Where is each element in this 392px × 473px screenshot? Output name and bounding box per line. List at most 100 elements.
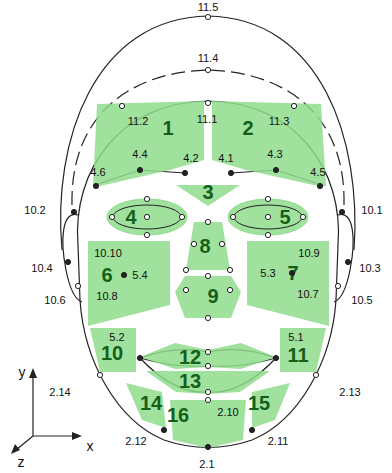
feature-point-label: 10.3 [359, 263, 380, 274]
face-region: 8 [186, 222, 230, 270]
feature-point-dot [265, 232, 270, 237]
feature-point-dot [273, 355, 278, 360]
feature-point-dot [182, 170, 187, 175]
y-arrowhead [29, 368, 37, 378]
region-fill [88, 241, 170, 326]
feature-point-dot [273, 167, 278, 172]
region-number: 11 [287, 345, 308, 365]
region-number: 5 [279, 207, 290, 227]
axis-label: y [19, 365, 26, 379]
region-number: 13 [179, 371, 201, 391]
feature-point-dot [345, 259, 350, 264]
face-region: 3 [176, 185, 240, 206]
feature-point-label: 11.3 [269, 116, 290, 127]
feature-point-label: 10.9 [298, 248, 319, 259]
feature-point-dot [93, 183, 98, 188]
region-number: 9 [207, 286, 218, 306]
face-region: 12 [140, 343, 276, 369]
feature-point-label: 5.3 [260, 268, 275, 279]
feature-point-label: 5.1 [288, 332, 303, 343]
face-region: 9 [175, 276, 241, 318]
feature-point-dot [291, 103, 296, 108]
region-number: 3 [202, 182, 213, 202]
region-shape [146, 371, 270, 394]
axis-label: z [18, 455, 25, 469]
x-arrowhead [72, 432, 82, 440]
feature-point-label: 2.13 [339, 387, 360, 398]
region-number: 6 [101, 265, 112, 285]
feature-point-dot [205, 315, 210, 320]
feature-point-dot [71, 209, 76, 214]
face-contour [77, 101, 338, 448]
region-number: 8 [199, 236, 210, 256]
feature-point-label: 10.1 [361, 205, 382, 216]
feature-point-label: 11.1 [197, 114, 218, 125]
feature-point-dot [230, 214, 235, 219]
region-number: 7 [287, 263, 298, 283]
region-fill [247, 241, 329, 326]
left-ear [63, 214, 82, 302]
feature-point-dot [300, 214, 305, 219]
region-number: 10 [101, 343, 123, 363]
face-region: 13 [146, 371, 270, 394]
feature-point-dot [205, 397, 210, 402]
feature-point-dot [65, 259, 70, 264]
feature-point-dot [161, 427, 166, 432]
axis-lines [16, 376, 74, 450]
feature-point-label: 5.2 [109, 332, 124, 343]
region-fill [140, 343, 276, 369]
region-fill [90, 328, 136, 372]
region-fill [146, 371, 270, 394]
feature-point-label: 10.5 [351, 295, 372, 306]
region-number: 4 [125, 207, 136, 227]
feature-point-label: 10.10 [94, 248, 122, 259]
feature-point-label: 2.11 [268, 436, 289, 447]
feature-point-dot [317, 183, 322, 188]
z-arrowhead [11, 444, 20, 454]
feature-point-dot [205, 444, 210, 449]
feature-point-label: 4.6 [90, 167, 105, 178]
region-fill [186, 222, 230, 270]
feature-point-dot [339, 209, 344, 214]
feature-point-label: 10.2 [24, 205, 45, 216]
region-shape [212, 101, 326, 186]
feature-point-dot [265, 214, 270, 219]
feature-point-dot [205, 273, 210, 278]
feature-point-dot [205, 363, 210, 368]
feature-point-label: 10.8 [96, 291, 117, 302]
feature-point-label: 10.4 [31, 263, 52, 274]
face-region: 2 [212, 101, 326, 186]
feature-point-dot [227, 267, 232, 272]
region-fill [126, 383, 166, 428]
feature-point-dot [205, 100, 210, 105]
feature-point-dot [227, 287, 232, 292]
region-shape [93, 101, 204, 186]
feature-point-dot [137, 167, 142, 172]
feature-point-dot [219, 241, 224, 246]
feature-point-label: 11.4 [198, 53, 219, 64]
feature-point-label: 11.2 [128, 116, 149, 127]
feature-point-dot [121, 272, 126, 277]
feature-point-dot [289, 270, 294, 275]
feature-point-label: 2.10 [217, 407, 238, 418]
feature-point-dot [183, 267, 188, 272]
feature-point-label: 10.7 [297, 289, 318, 300]
feature-point-dot [119, 103, 124, 108]
region-number: 16 [167, 405, 189, 425]
region-shape [107, 199, 187, 235]
region-number: 12 [179, 347, 201, 367]
region-fill [280, 328, 326, 372]
feature-point-dot [144, 196, 149, 201]
feature-point-label: 2.14 [49, 387, 70, 398]
feature-point-label: 5.4 [132, 270, 147, 281]
feature-point-dot [335, 283, 340, 288]
face-region: 5 [228, 199, 308, 235]
face-region: 4 [107, 199, 187, 235]
face-region: 15 [252, 383, 290, 428]
region-shape [228, 199, 308, 235]
feature-point-label: 4.5 [310, 167, 325, 178]
region-fill [228, 199, 308, 235]
hairline [72, 70, 344, 205]
feature-point-dot [228, 170, 233, 175]
